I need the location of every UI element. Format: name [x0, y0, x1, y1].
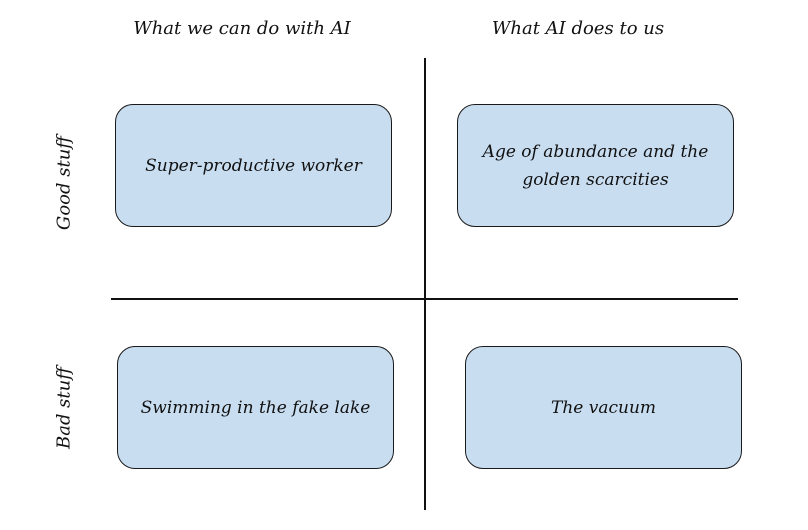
quadrant-label: Super-productive worker [145, 155, 362, 176]
quadrant-box-fake-lake: Swimming in the fake lake [117, 346, 394, 469]
vertical-divider [424, 58, 426, 510]
quadrant-label: The vacuum [550, 397, 657, 418]
row-label-good-stuff: Good stuff [53, 135, 75, 231]
column-header-what-ai-does: What AI does to us [491, 18, 665, 39]
quadrant-label: Age of abundance and the golden scarciti… [482, 141, 709, 190]
row-label-bad-stuff: Bad stuff [53, 366, 75, 450]
quadrant-label: Swimming in the fake lake [140, 397, 371, 418]
column-header-what-we-can-do: What we can do with AI [133, 18, 351, 39]
quadrant-box-super-productive-worker: Super-productive worker [115, 104, 392, 227]
horizontal-divider [111, 298, 738, 300]
quadrant-box-age-of-abundance: Age of abundance and the golden scarciti… [457, 104, 734, 227]
quadrant-box-the-vacuum: The vacuum [465, 346, 742, 469]
